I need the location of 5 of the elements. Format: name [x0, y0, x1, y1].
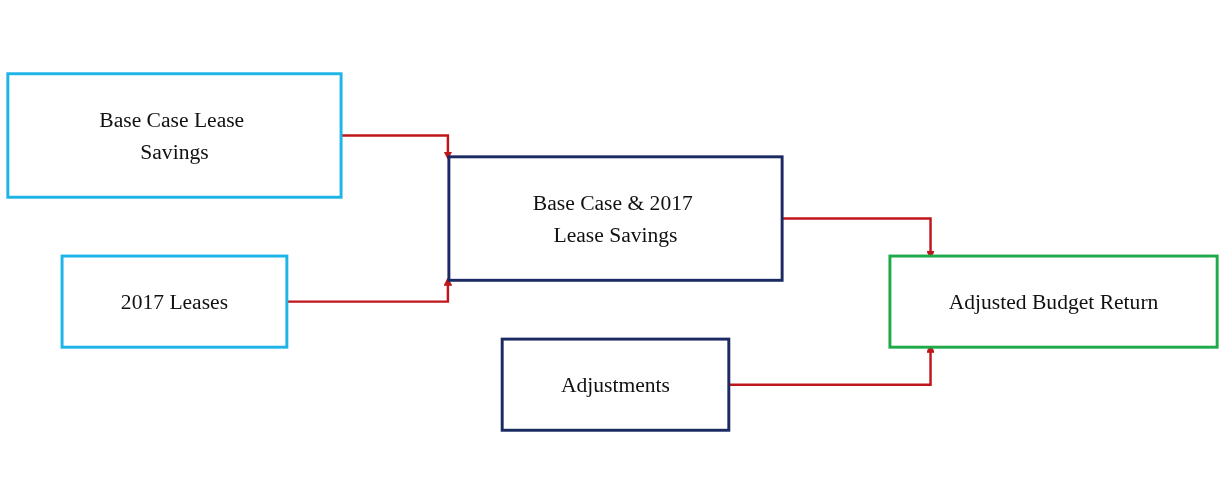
node-box: Base Case & 2017 Lease Savings	[447, 155, 784, 282]
node-box: Base Case Lease Savings	[6, 72, 343, 199]
node-box: 2017 Leases	[60, 254, 289, 349]
node-box: Adjustments	[500, 337, 731, 432]
node-box: Adjusted Budget Return	[888, 254, 1219, 349]
